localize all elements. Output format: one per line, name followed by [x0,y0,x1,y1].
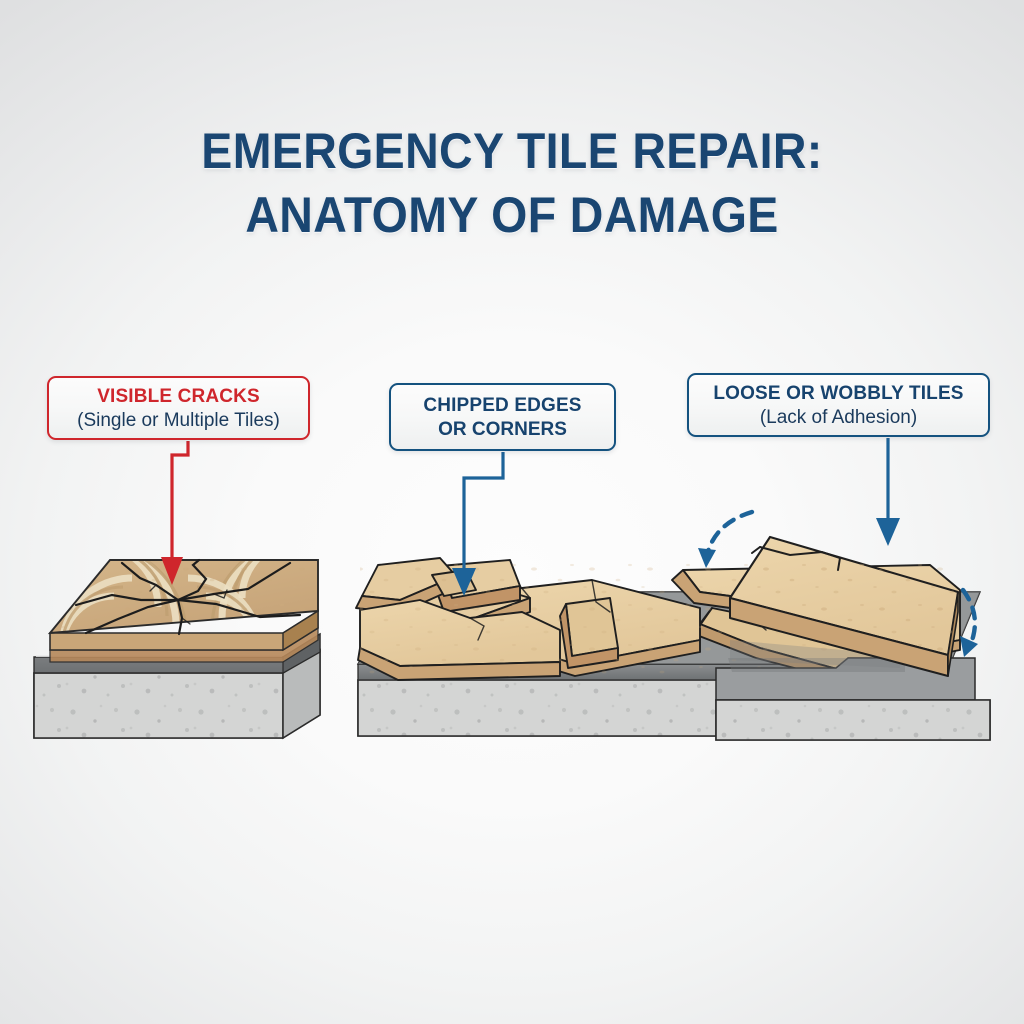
page-title: EMERGENCY TILE REPAIR: ANATOMY OF DAMAGE [0,126,1024,240]
title-line-secondary: ANATOMY OF DAMAGE [245,187,779,243]
callout-loose-wobbly-title: LOOSE OR WOBBLY TILES [713,383,964,404]
callout-visible-cracks[interactable]: VISIBLE CRACKS (Single or Multiple Tiles… [47,376,310,440]
connector-loose-wobbly [876,438,900,546]
callout-visible-cracks-title: VISIBLE CRACKS [97,386,260,407]
callout-loose-wobbly-subtitle: (Lack of Adhesion) [759,407,918,429]
connector-chipped-edges [452,452,505,596]
rotation-arrow-left-icon [698,509,755,568]
connector-visible-cracks [161,441,190,585]
callout-chipped-edges[interactable]: CHIPPED EDGES OR CORNERS [389,383,616,451]
callout-visible-cracks-subtitle: (Single or Multiple Tiles) [77,410,280,432]
title-line-primary: EMERGENCY TILE REPAIR: [201,123,823,179]
callout-chipped-edges-title: CHIPPED EDGES [423,395,582,416]
rotation-arrow-right-icon [960,587,978,657]
callout-chipped-edges-subtitle: OR CORNERS [438,419,567,441]
cracked-tile-diagram [33,558,321,740]
callout-loose-wobbly[interactable]: LOOSE OR WOBBLY TILES (Lack of Adhesion) [687,373,990,437]
crack-lines [74,558,302,636]
